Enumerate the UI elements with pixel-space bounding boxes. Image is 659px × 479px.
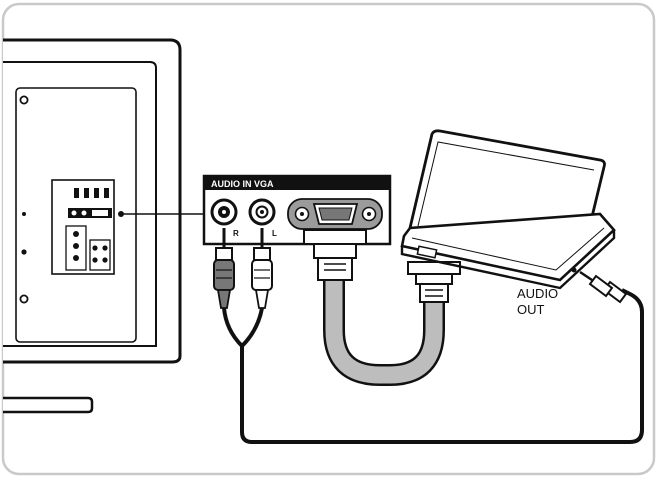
rca-jack-left — [248, 198, 276, 226]
audio-out-label-line1: AUDIO — [517, 286, 558, 301]
laptop — [400, 129, 616, 290]
tv-connector-panel — [51, 179, 115, 275]
tv-back — [3, 38, 204, 414]
panel-header — [204, 176, 390, 190]
rca-plug-right — [213, 228, 235, 309]
vga-plug-laptop — [407, 261, 461, 303]
rca-plug-left — [251, 228, 273, 309]
vga-plug-tv — [303, 229, 367, 281]
audio-out-label-line2: OUT — [517, 302, 545, 317]
vga-cable — [303, 229, 461, 386]
rca-jack-right — [210, 198, 238, 226]
minijack-plug — [579, 270, 628, 304]
jack-left-label: L — [272, 229, 277, 238]
audio-cable — [213, 228, 644, 444]
tv-stand — [3, 396, 94, 414]
laptop-audio-port — [571, 267, 577, 273]
laptop-vga-port — [416, 245, 438, 259]
vga-port — [287, 198, 383, 230]
panel-header-label: AUDIO IN VGA — [211, 179, 274, 189]
jack-right-label: R — [233, 229, 239, 238]
